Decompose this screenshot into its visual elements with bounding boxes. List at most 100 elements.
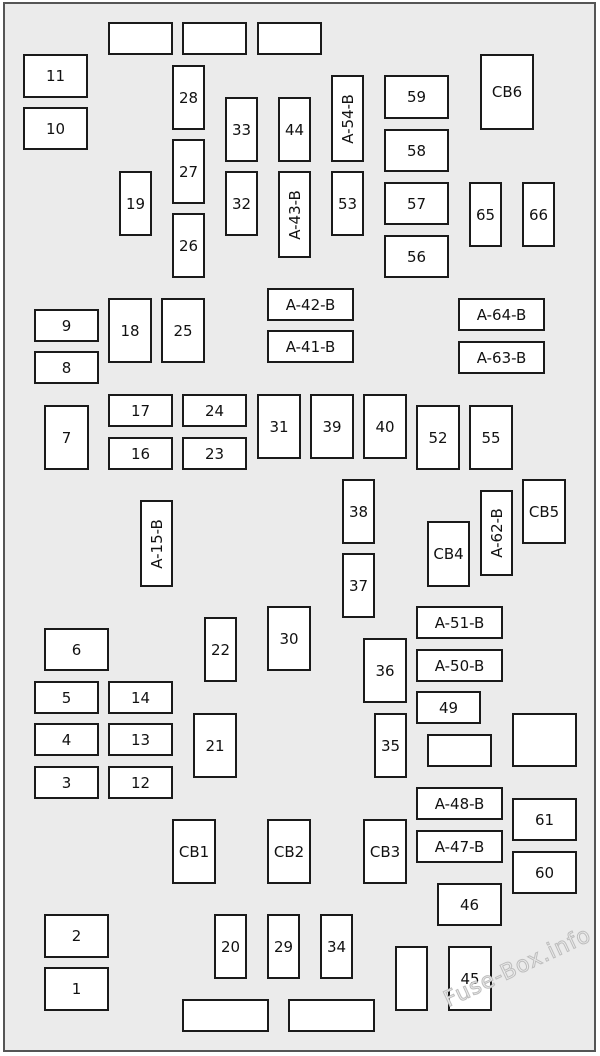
fuse-slot-23: 23 [182,437,247,470]
fuse-label: A-41-B [285,337,336,356]
fuse-slot-a-62-b: A-62-B [480,490,513,576]
fuse-slot-17: 17 [108,394,173,427]
fuse-slot-11: 11 [23,54,88,98]
fuse-slot-cb3: CB3 [363,819,407,884]
fuse-label: 65 [475,205,496,224]
fuse-label: 13 [130,730,151,749]
fuse-slot-30: 30 [267,606,311,671]
fuse-label: CB1 [178,842,210,861]
fuse-slot-empty-58 [512,713,577,767]
fuse-label: 61 [534,810,555,829]
fuse-slot-20: 20 [214,914,247,979]
fuse-slot-29: 29 [267,914,300,979]
fuse-slot-9: 9 [34,309,99,342]
fuse-slot-cb4: CB4 [427,521,470,587]
fuse-label: 5 [61,688,72,707]
fuse-slot-a-63-b: A-63-B [458,341,545,374]
fuse-label: 29 [273,937,294,956]
fuse-slot-a-15-b: A-15-B [140,500,173,587]
fuse-slot-40: 40 [363,394,407,459]
fuse-slot-2: 2 [44,914,109,958]
fuse-slot-61: 61 [512,798,577,841]
fuse-label: 21 [205,736,225,755]
fuse-label: 45 [460,969,480,988]
fuse-slot-35: 35 [374,713,407,778]
fuse-slot-34: 34 [320,914,353,979]
fuse-slot-36: 36 [363,638,407,703]
fuse-slot-7: 7 [44,405,89,470]
fuse-slot-16: 16 [108,437,173,470]
fuse-label: A-50-B [434,656,485,675]
fuse-slot-12: 12 [108,766,173,799]
fuse-slot-37: 37 [342,553,375,618]
fuse-slot-65: 65 [469,182,502,247]
fuse-label: A-51-B [434,613,485,632]
fuse-slot-44: 44 [278,97,311,162]
fuse-label: 38 [348,502,369,521]
fuse-label: 56 [406,247,427,266]
fuse-slot-46: 46 [437,883,502,926]
fuse-label: 30 [279,629,299,648]
fuse-label: 59 [406,88,427,106]
fuse-slot-a-43-b: A-43-B [278,171,311,258]
fuse-label: A-63-B [476,348,527,367]
fuse-label: 55 [481,428,501,447]
fuse-label: 36 [375,661,395,680]
fuse-slot-49: 49 [416,691,481,724]
fuse-slot-57: 57 [384,182,449,225]
fuse-label: 27 [178,162,199,181]
fuse-label: 10 [45,119,66,138]
fuse-slot-empty-57 [427,734,492,767]
fuse-label: A-15-B [147,518,166,569]
fuse-label: 19 [125,194,146,213]
fuse-label: 32 [231,194,252,213]
fuse-label: 35 [380,736,401,755]
fuse-label: 1 [71,980,82,998]
fuse-label: 8 [61,358,72,377]
fuse-label: 3 [61,773,72,792]
fuse-label: 22 [210,640,231,659]
fuse-slot-empty-78 [182,999,269,1032]
fuse-label: 52 [428,428,448,447]
fuse-slot-60: 60 [512,851,577,894]
fuse-slot-58: 58 [384,129,449,172]
fuse-label: 60 [534,863,555,882]
fuse-label: 9 [61,316,72,335]
fuse-slot-a-64-b: A-64-B [458,298,545,331]
fuse-label: 37 [348,576,369,595]
fuse-slot-a-48-b: A-48-B [416,787,503,820]
fuse-slot-56: 56 [384,235,449,278]
fuse-label: 16 [130,444,151,463]
fuse-slot-18: 18 [108,298,152,363]
fuse-slot-a-51-b: A-51-B [416,606,503,639]
fuse-slot-empty-1 [182,22,247,55]
fuse-slot-28: 28 [172,65,205,130]
fuse-label: 17 [130,401,151,420]
fuse-label: 18 [120,321,140,340]
fuse-label: 33 [231,120,252,139]
fuse-label: 4 [61,730,72,749]
fuse-slot-26: 26 [172,213,205,278]
fuse-slot-a-42-b: A-42-B [267,288,354,321]
fuse-slot-31: 31 [257,394,301,459]
fuse-label: 24 [204,401,225,420]
fuse-slot-19: 19 [119,171,152,236]
fuse-slot-8: 8 [34,351,99,384]
fuse-slot-1: 1 [44,967,109,1011]
fuse-slot-cb2: CB2 [267,819,311,884]
fuse-slot-3: 3 [34,766,99,799]
fuse-label: 49 [438,698,459,717]
fuse-slot-27: 27 [172,139,205,204]
fuse-label: 58 [406,141,427,160]
fuse-slot-cb5: CB5 [522,479,566,544]
fuse-label: CB4 [433,545,464,563]
fuse-label: 25 [173,321,193,340]
fuse-slot-52: 52 [416,405,460,470]
fuse-label: 23 [204,444,225,463]
fuse-slot-a-54-b: A-54-B [331,75,364,162]
fuse-slot-empty-75 [395,946,428,1011]
fuse-label: 6 [71,640,82,659]
fuse-slot-empty-0 [108,22,173,55]
fuse-label: A-62-B [487,508,506,558]
fuse-label: CB6 [491,83,523,101]
